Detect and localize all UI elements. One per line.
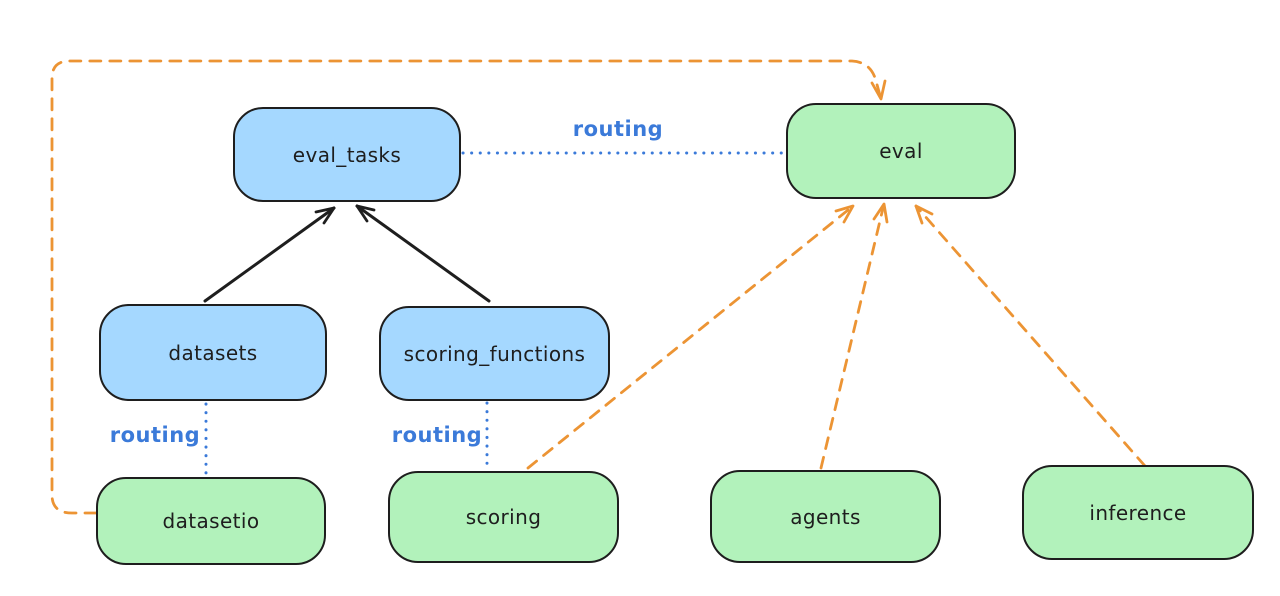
edge-inference-to-eval <box>914 204 1147 468</box>
node-datasets: datasets <box>99 304 327 401</box>
edge-scoring-functions-to-eval-tasks <box>355 204 491 303</box>
node-scoring-functions: scoring_functions <box>379 306 610 401</box>
edge-label-routing-top: routing <box>572 117 664 141</box>
node-eval-label: eval <box>879 139 923 163</box>
edge-label-routing-mid: routing <box>391 423 483 447</box>
node-eval: eval <box>786 103 1016 199</box>
node-scoring: scoring <box>388 471 619 563</box>
node-inference-label: inference <box>1089 500 1187 525</box>
edge-scoring-to-eval <box>526 204 855 470</box>
edge-label-routing-left: routing <box>109 423 201 447</box>
edge-agents-to-eval <box>819 202 889 470</box>
node-datasetio: datasetio <box>96 477 326 565</box>
node-eval-tasks: eval_tasks <box>233 107 461 202</box>
node-datasetio-label: datasetio <box>162 509 260 533</box>
node-scoring-label: scoring <box>465 505 542 529</box>
node-agents: agents <box>710 470 941 563</box>
node-scoring-functions-label: scoring_functions <box>403 341 586 366</box>
edge-datasetio-to-eval-loop <box>50 59 887 515</box>
node-inference: inference <box>1022 465 1254 560</box>
edge-datasets-to-eval-tasks <box>203 206 336 303</box>
node-agents-label: agents <box>790 504 861 529</box>
node-datasets-label: datasets <box>168 340 258 365</box>
node-eval-tasks-label: eval_tasks <box>292 142 402 167</box>
